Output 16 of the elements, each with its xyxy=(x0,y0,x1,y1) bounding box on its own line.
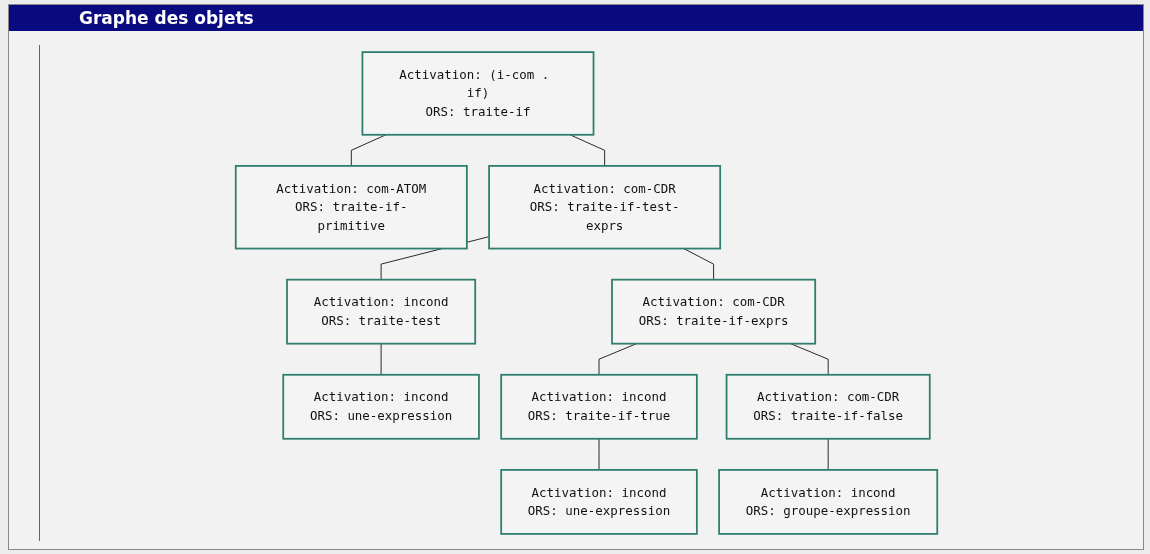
node-box: Activation: com-ATOM ORS: traite-if-primitive xyxy=(234,165,468,250)
node-box: Activation: incond ORS: traite-test xyxy=(286,278,477,345)
node-box: Activation: (i-com . if) ORS: traite-if xyxy=(361,51,595,136)
node-box: Activation: incond ORS: traite-if-true xyxy=(500,373,698,440)
window-title: Graphe des objets xyxy=(9,5,1143,31)
connector xyxy=(683,248,715,281)
connector xyxy=(569,134,606,167)
node-box: Activation: com-CDR ORS: traite-if-false xyxy=(725,373,931,440)
node-box: Activation: incond ORS: une-expression xyxy=(282,373,480,440)
connector xyxy=(350,134,387,167)
connector xyxy=(790,343,829,376)
node-box: Activation: incond ORS: groupe-expression xyxy=(718,469,939,535)
node-box: Activation: com-CDR ORS: traite-if-test-exprs xyxy=(488,165,722,250)
node-box: Activation: incond ORS: une-expression xyxy=(500,469,698,535)
connector xyxy=(598,343,637,376)
node-box: Activation: com-CDR ORS: traite-if-exprs xyxy=(611,278,817,345)
